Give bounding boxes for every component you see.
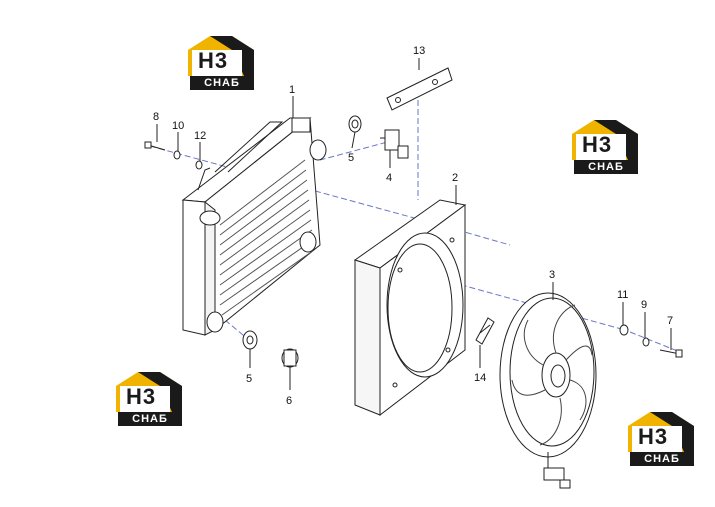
callout-5-upper: 5 <box>348 152 354 164</box>
sealing-washers <box>242 115 362 350</box>
logo-word: СНАБ <box>574 160 638 174</box>
logo-word: СНАБ <box>630 452 694 466</box>
callout-3: 3 <box>549 269 555 281</box>
callout-9: 9 <box>641 299 647 311</box>
logo-house-icon <box>572 120 638 160</box>
electric-fan <box>499 292 597 489</box>
right-fasteners <box>619 324 683 358</box>
logo-house-icon <box>628 412 694 452</box>
mounting-bracket <box>386 67 453 111</box>
callout-6: 6 <box>286 395 292 407</box>
fan-blades <box>511 304 593 446</box>
callout-13: 13 <box>413 45 425 57</box>
logo-word: СНАБ <box>118 412 182 426</box>
watermark-logo: H3 СНАБ <box>112 368 190 428</box>
drain-plug <box>281 348 299 368</box>
callout-1: 1 <box>289 84 295 96</box>
callout-2: 2 <box>452 172 458 184</box>
logo-word: СНАБ <box>190 76 254 90</box>
logo-letters: H3 <box>198 48 229 73</box>
watermark-logo: H3 СНАБ <box>568 116 646 176</box>
radiator <box>181 117 327 336</box>
watermark-logo: H3 СНАБ <box>624 408 702 468</box>
logo-house-icon <box>188 36 254 76</box>
logo-letters: H3 <box>638 424 669 449</box>
callout-12: 12 <box>194 130 206 142</box>
callout-labels: 1 2 3 4 5 5 6 7 8 9 10 11 12 13 14 <box>153 45 673 407</box>
callout-10: 10 <box>172 120 184 132</box>
temperature-sensor <box>380 129 409 159</box>
logo-letters: H3 <box>126 384 157 409</box>
logo-house-icon <box>116 372 182 412</box>
callout-14: 14 <box>474 372 486 384</box>
callout-4: 4 <box>386 172 392 184</box>
callout-5-lower: 5 <box>246 373 252 385</box>
fan-shroud <box>353 199 467 417</box>
callout-8: 8 <box>153 111 159 123</box>
left-fasteners <box>144 141 203 170</box>
callout-7: 7 <box>667 315 673 327</box>
watermark-logo: H3 СНАБ <box>184 32 262 92</box>
leader-lines <box>156 58 672 390</box>
radiator-fins <box>219 159 315 316</box>
callout-11: 11 <box>617 289 628 301</box>
logo-letters: H3 <box>582 132 613 157</box>
retaining-clip <box>475 317 495 345</box>
